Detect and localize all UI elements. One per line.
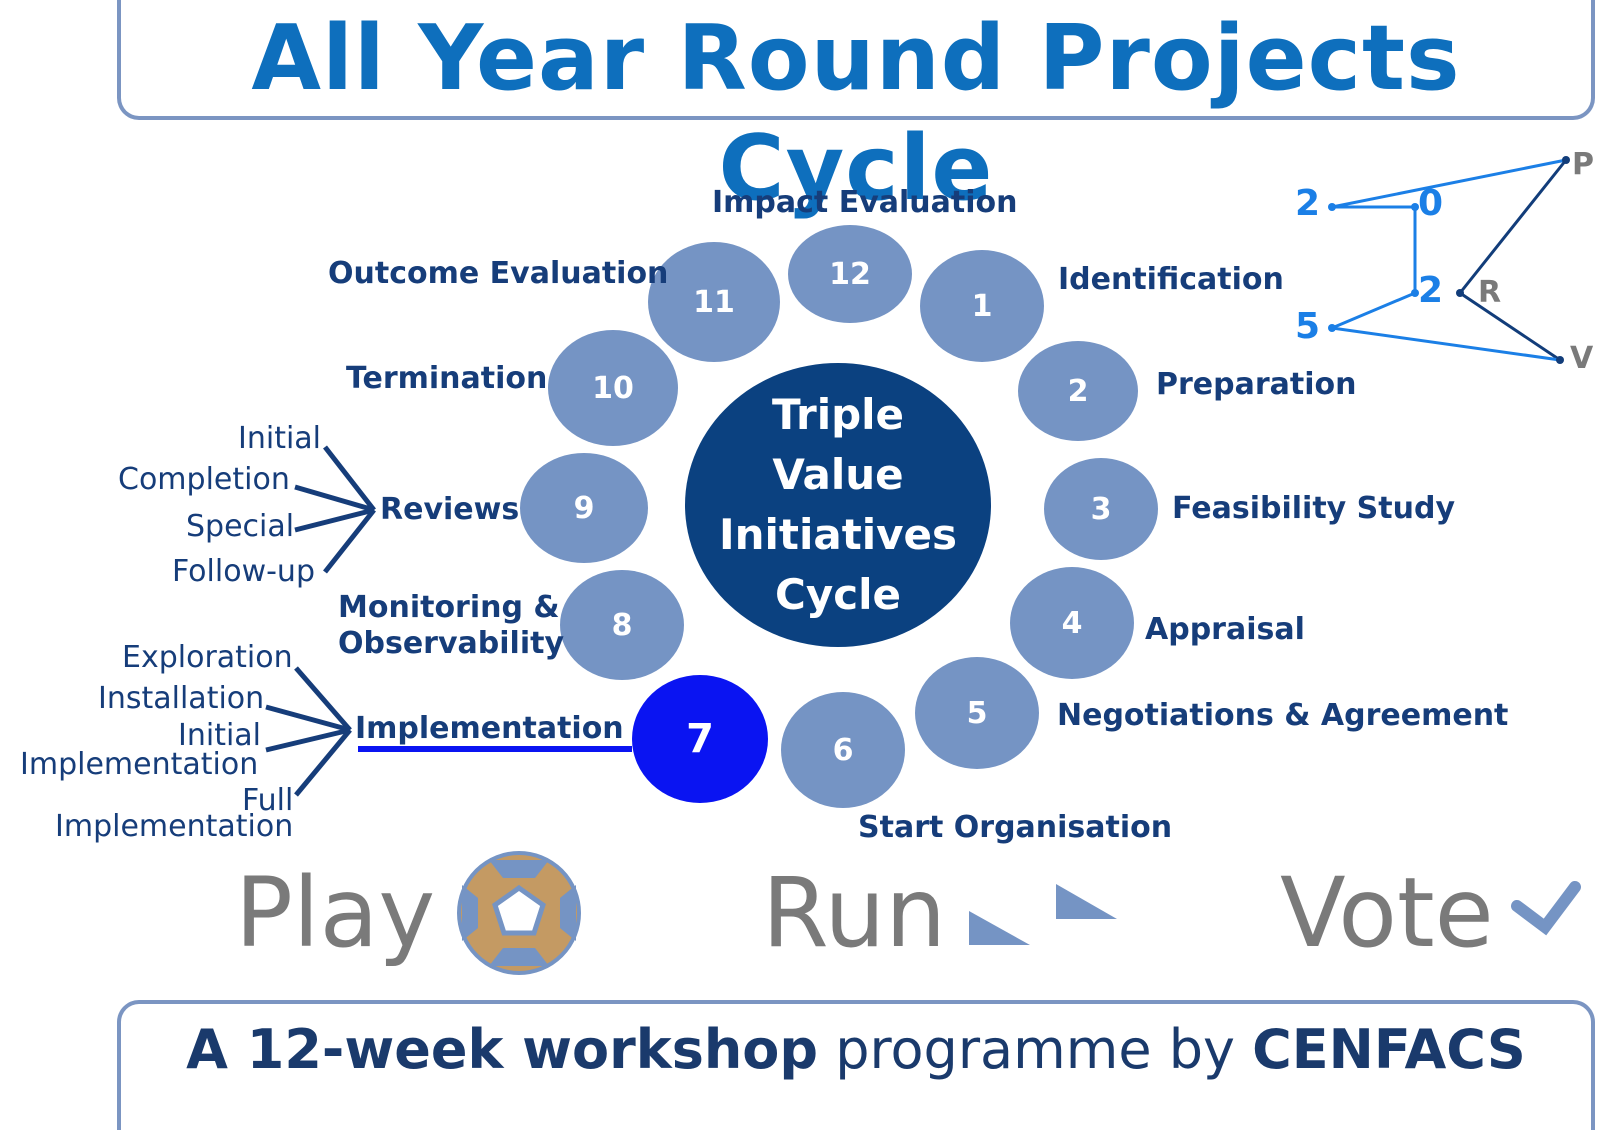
step-circle-2: 2 <box>1018 341 1138 441</box>
implementation-stage: Full <box>242 783 294 818</box>
center-text-line: Triple <box>771 390 905 439</box>
reviews-connector <box>294 445 376 574</box>
ball-icon <box>457 851 581 975</box>
step-label-6: Start Organisation <box>858 810 1173 845</box>
footer-part1: A 12-week workshop <box>186 1018 819 1081</box>
implementation-stage: Installation <box>98 681 265 716</box>
run-word: Run <box>762 857 947 969</box>
center-text-line: Value <box>772 450 904 499</box>
footer-part2: programme by <box>818 1018 1253 1081</box>
year-letter: R <box>1478 275 1502 310</box>
year-logo-lines <box>1331 158 1568 362</box>
run-ramps-icon <box>969 884 1117 945</box>
year-digit: 5 <box>1295 306 1321 347</box>
step-circle-10: 10 <box>548 330 678 446</box>
step-circle-11: 11 <box>648 242 780 362</box>
step-circle-7-active: 7 <box>632 675 768 803</box>
vote-word: Vote <box>1280 857 1494 969</box>
step-label-4: Appraisal <box>1145 612 1305 647</box>
center-text-line: Initiatives <box>718 510 958 559</box>
year-logo-dots <box>1328 156 1570 364</box>
step-circle-12: 12 <box>788 225 912 323</box>
step-label-3: Feasibility Study <box>1172 491 1456 526</box>
implementation-connector <box>265 666 352 797</box>
center-circle: Triple Value Initiatives Cycle <box>685 363 991 647</box>
review-type: Special <box>186 509 295 544</box>
play-word: Play <box>235 857 436 969</box>
year-digit: 2 <box>1418 270 1444 311</box>
step-label-2: Preparation <box>1156 367 1357 402</box>
center-text-line: Cycle <box>775 570 901 619</box>
year-letter: P <box>1572 147 1594 182</box>
step-label-8-line2: Observability <box>338 626 564 661</box>
step-label-12: Impact Evaluation <box>712 185 1018 220</box>
implementation-stage: Exploration <box>122 640 293 675</box>
step-label-8-line1: Monitoring & <box>338 590 560 625</box>
step-circle-8: 8 <box>560 570 684 680</box>
step-label-5: Negotiations & Agreement <box>1057 698 1509 733</box>
step-circle-5: 5 <box>915 657 1039 769</box>
step-circle-1: 1 <box>920 250 1044 362</box>
review-type: Completion <box>118 462 290 497</box>
footer-part3: CENFACS <box>1252 1018 1526 1081</box>
step-label-7: Implementation <box>355 711 624 746</box>
implementation-stage: Implementation <box>20 747 259 782</box>
page-title: All Year Round Projects Cycle <box>251 6 1461 221</box>
step-label-10: Termination <box>346 361 548 396</box>
step-circle-9: 9 <box>520 453 648 563</box>
step-label-1: Identification <box>1058 262 1284 297</box>
step-label-9: Reviews <box>380 492 520 527</box>
step-circle-3: 3 <box>1044 458 1158 560</box>
title-frame <box>117 0 1595 120</box>
footer-frame <box>117 1000 1595 1130</box>
year-digit: 0 <box>1418 183 1444 224</box>
step-label-11: Outcome Evaluation <box>328 256 669 291</box>
review-type: Follow-up <box>172 554 315 589</box>
implementation-stage: Implementation <box>55 809 294 844</box>
year-digit: 2 <box>1295 183 1321 224</box>
review-type: Initial <box>238 421 322 456</box>
step-circle-4: 4 <box>1010 567 1134 679</box>
check-icon <box>1511 881 1581 936</box>
implementation-stage: Initial <box>178 718 262 753</box>
step-circle-6: 6 <box>781 692 905 808</box>
footer-text: A 12-week workshop programme by CENFACS <box>117 1018 1595 1082</box>
year-letter: V <box>1570 341 1594 376</box>
